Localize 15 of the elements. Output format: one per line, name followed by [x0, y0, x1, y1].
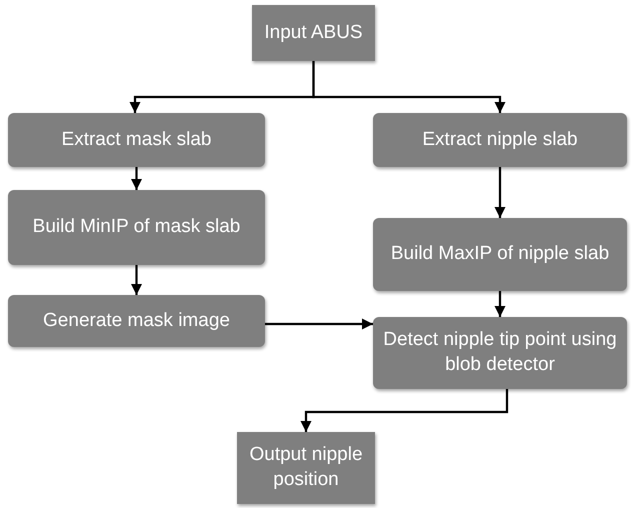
process-box: Build MinIP of mask slab	[8, 190, 265, 265]
arrow	[131, 167, 142, 190]
arrow	[300, 389, 508, 432]
arrow	[312, 61, 506, 113]
process-box: Generate mask image	[8, 295, 265, 347]
process-box: Detect nipple tip point using blob detector	[373, 317, 627, 389]
process-box: Input ABUS	[252, 5, 375, 61]
process-box: Output nipple position	[237, 432, 375, 504]
process-box: Extract nipple slab	[373, 113, 627, 167]
arrow	[131, 265, 142, 295]
process-box: Extract mask slab	[8, 113, 265, 167]
arrow	[494, 167, 506, 218]
arrow	[265, 318, 373, 330]
arrow	[494, 291, 506, 317]
process-box: Build MaxIP of nipple slab	[373, 218, 627, 291]
